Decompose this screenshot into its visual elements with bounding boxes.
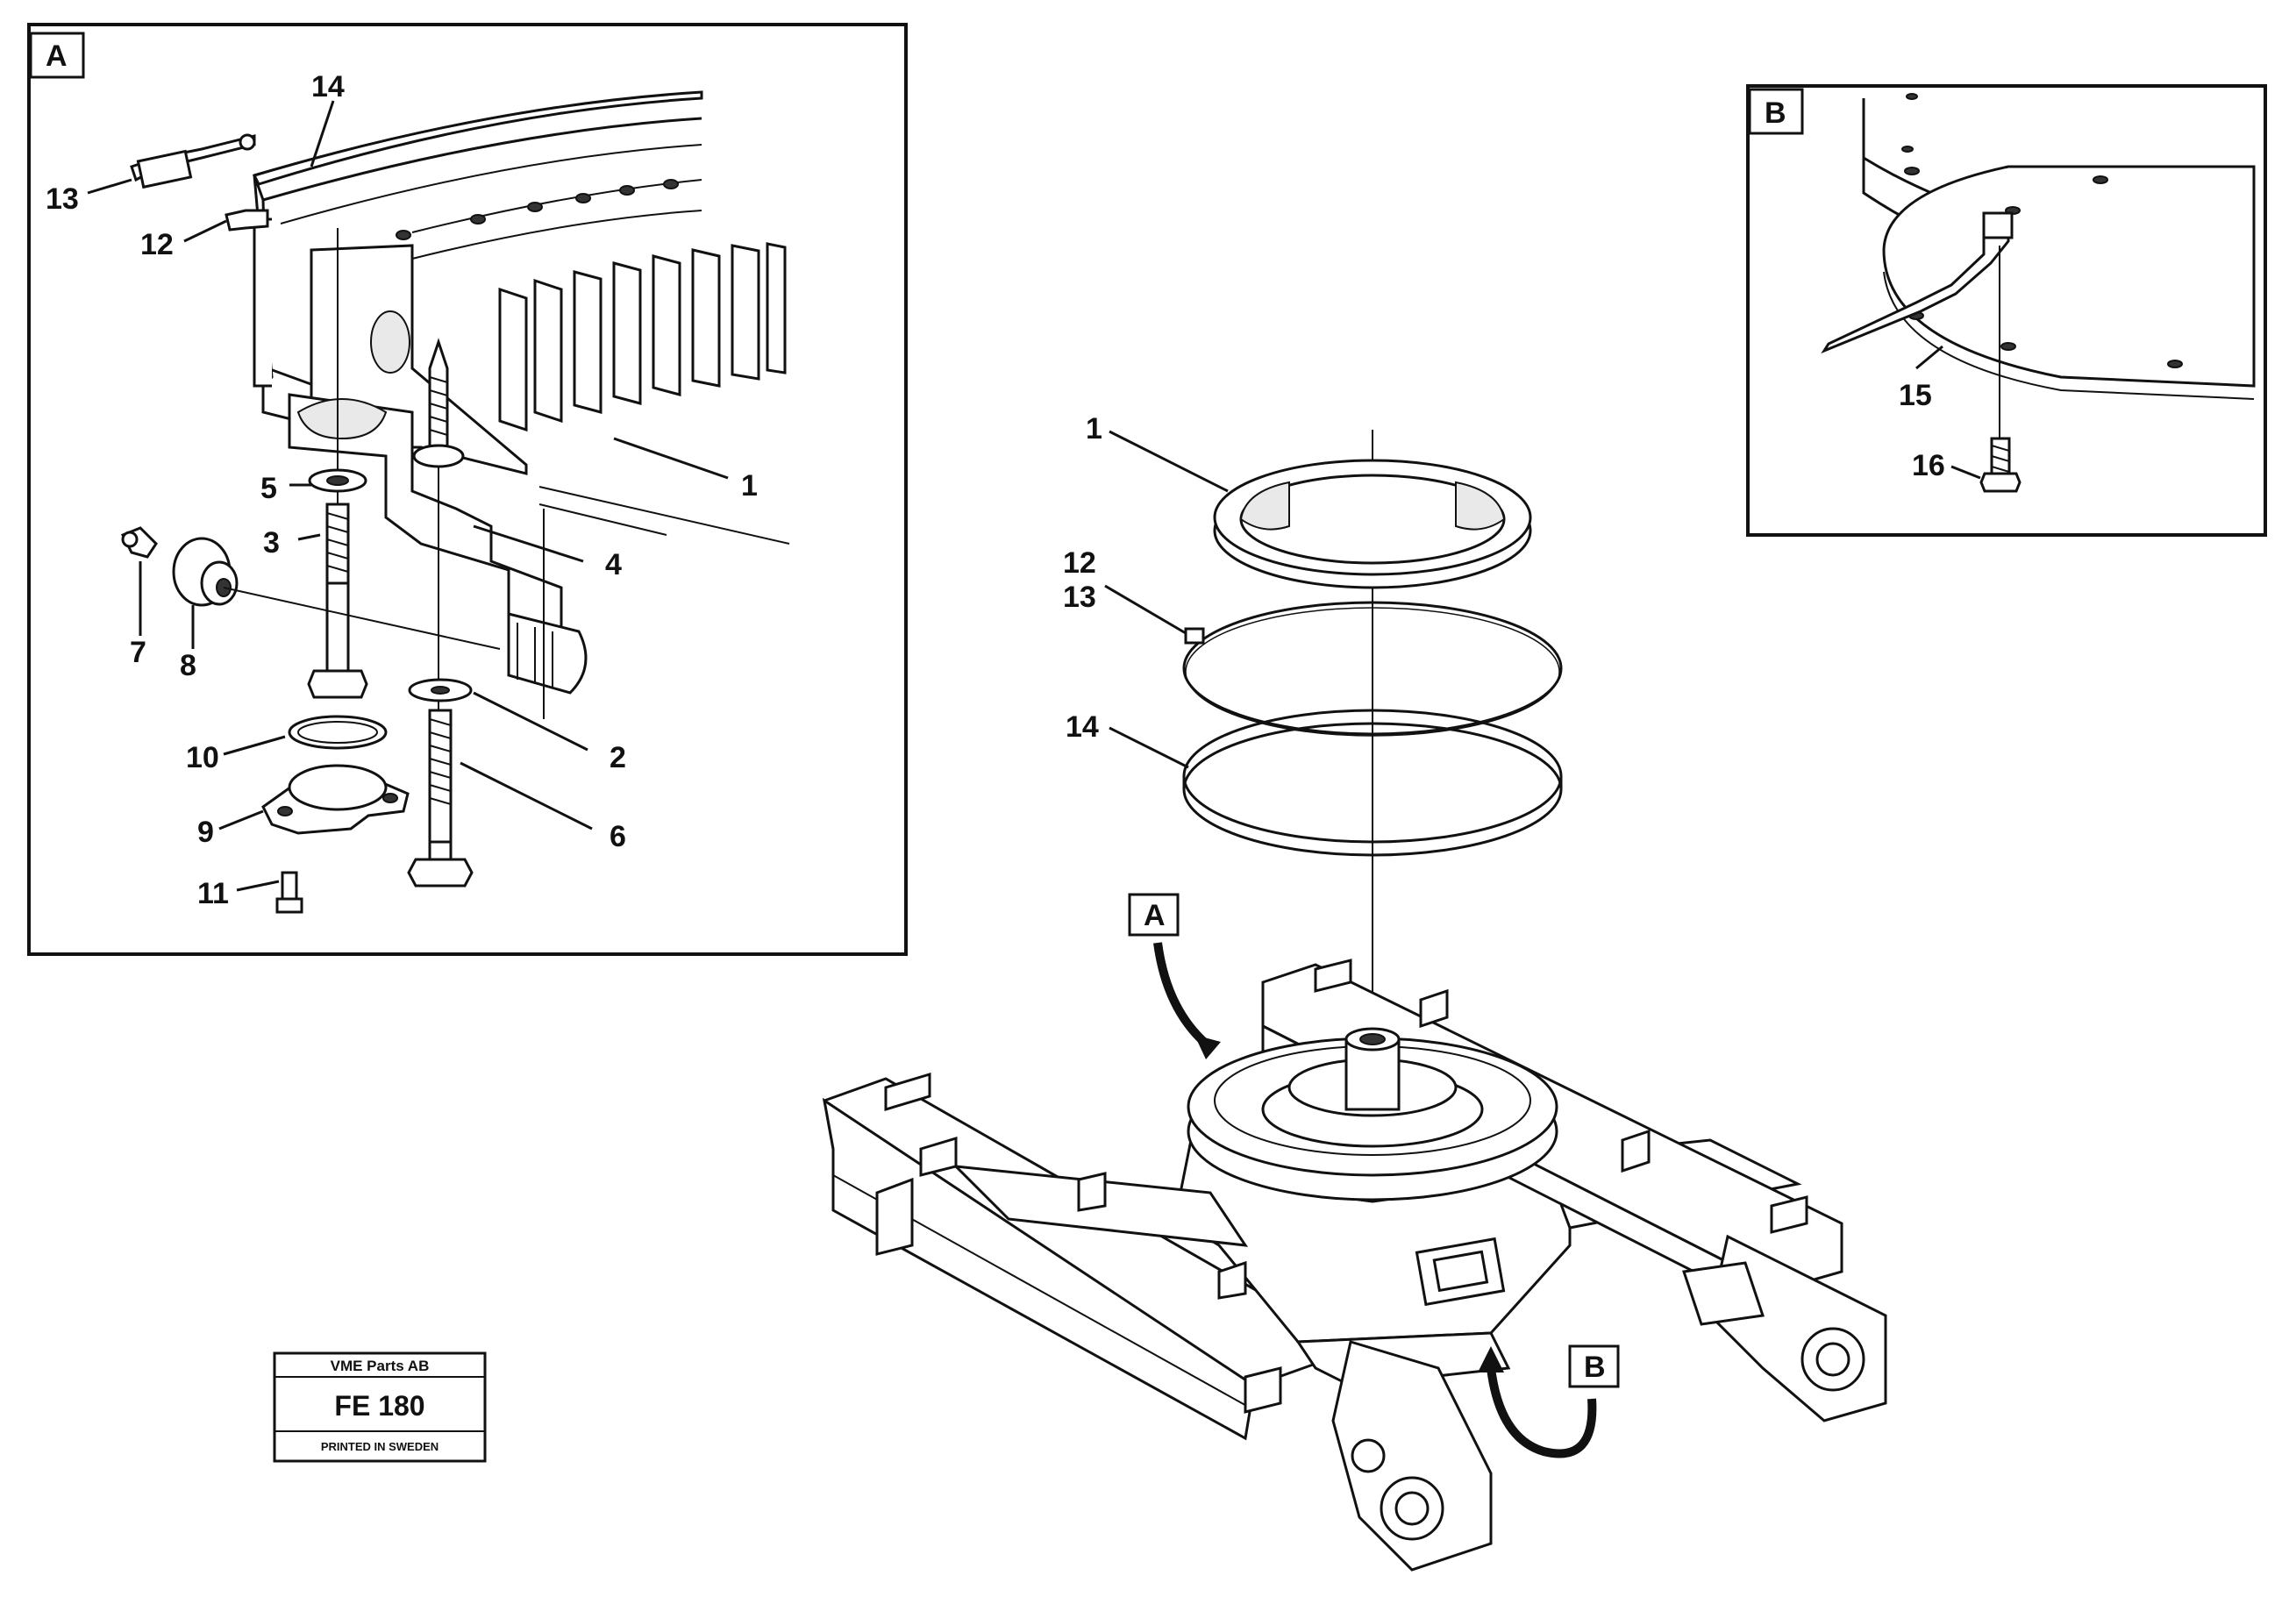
ring-bolt-holes xyxy=(396,179,679,240)
wear-indicator-13 xyxy=(130,133,256,189)
callout-a-13: 13 xyxy=(46,182,79,216)
view-b-tag: B xyxy=(1584,1351,1606,1384)
detail-b-panel: B 15 16 xyxy=(1746,84,2267,537)
callout-a-1: 1 xyxy=(741,469,758,503)
main-assembly: A B 1 12 13 14 xyxy=(822,412,1887,1572)
callout-a-8: 8 xyxy=(180,649,196,682)
plate-bolt-holes xyxy=(1901,93,2183,368)
callout-a-12: 12 xyxy=(140,228,174,261)
callout-a-7: 7 xyxy=(130,636,146,669)
view-a-tag-box xyxy=(1128,893,1180,937)
title-block: VME Parts AB FE 180 PRINTED IN SWEDEN xyxy=(273,1351,487,1463)
seal-strip-14 xyxy=(252,90,703,186)
callout-a-5: 5 xyxy=(260,472,277,505)
callout-a-3: 3 xyxy=(263,526,280,560)
callout-a-14: 14 xyxy=(311,70,345,103)
callout-a-11: 11 xyxy=(197,877,229,910)
callout-m-1: 1 xyxy=(1086,412,1102,446)
bolt-3 xyxy=(307,503,368,699)
bolt-16 xyxy=(1979,437,2021,493)
callout-m-14: 14 xyxy=(1066,710,1099,744)
undercarriage-frame xyxy=(822,959,1887,1572)
callout-a-10: 10 xyxy=(186,741,219,774)
callout-b-15: 15 xyxy=(1899,379,1932,412)
detail-a-panel: A xyxy=(27,23,908,956)
callout-m-13: 13 xyxy=(1063,581,1096,614)
bolt-11 xyxy=(275,871,303,914)
callout-a-9: 9 xyxy=(197,816,214,849)
view-b-tag-box xyxy=(1568,1344,1620,1388)
cover-9 xyxy=(261,764,410,835)
detail-a-tag: A xyxy=(46,39,68,73)
clip-12 xyxy=(225,209,269,232)
slewing-bearing-1 xyxy=(1213,459,1532,589)
detail-a-tag-box xyxy=(29,32,85,79)
bolt-6 xyxy=(407,709,474,888)
gear-teeth xyxy=(498,242,787,432)
callout-b-16: 16 xyxy=(1912,449,1945,482)
title-company: VME Parts AB xyxy=(331,1358,430,1374)
main-leaders xyxy=(1104,430,1229,769)
detail-b-tag: B xyxy=(1765,96,1786,130)
detail-b-tag-box xyxy=(1748,88,1804,135)
callout-a-2: 2 xyxy=(610,741,626,774)
grease-nipple-7 xyxy=(120,526,158,559)
view-a-indicator: A xyxy=(1128,893,1221,1059)
title-code: FE 180 xyxy=(334,1390,424,1422)
callout-m-12: 12 xyxy=(1063,546,1096,580)
stud-bolt xyxy=(412,338,465,468)
adapter-8 xyxy=(172,537,501,650)
view-a-tag: A xyxy=(1144,899,1166,932)
slewing-ring-section xyxy=(253,93,790,719)
callout-a-6: 6 xyxy=(610,820,626,853)
title-printed: PRINTED IN SWEDEN xyxy=(321,1440,439,1453)
callout-a-4: 4 xyxy=(605,548,622,581)
detail-a-leaders xyxy=(87,100,729,892)
seal-14 xyxy=(1182,709,1563,857)
seal-ring-12-13 xyxy=(1182,601,1563,737)
view-b-indicator: B xyxy=(1478,1344,1620,1458)
